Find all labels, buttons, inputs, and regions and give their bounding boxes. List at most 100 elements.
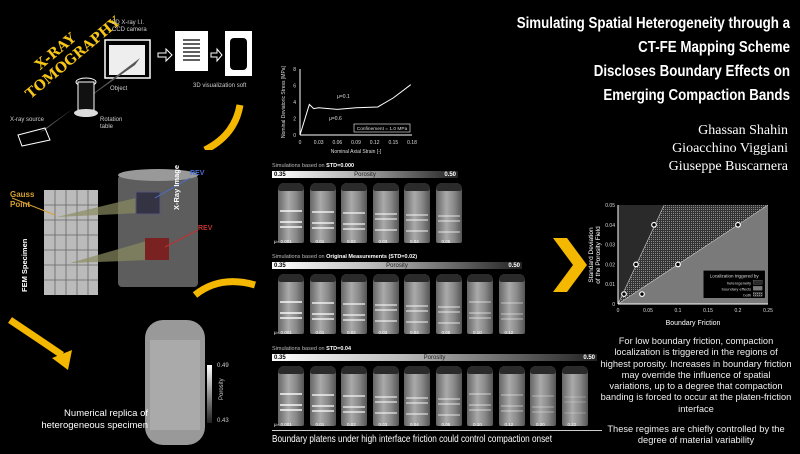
legend-swatch — [753, 286, 763, 291]
data-point — [639, 291, 645, 297]
y-tick-label: 0.03 — [605, 243, 615, 249]
friction-label: 0.03 — [378, 330, 388, 335]
mu-label-1: μ=0.1 — [337, 94, 350, 100]
legend-swatch — [753, 280, 763, 285]
specimen-simulation — [278, 183, 304, 243]
y-tick-label: 2 — [293, 117, 296, 123]
y-tick-label: 0 — [293, 133, 296, 139]
x-tick-label: 0.05 — [643, 308, 653, 314]
specimen-simulation — [498, 274, 525, 334]
y-tick-label: 0.05 — [605, 203, 615, 209]
colorbar-label: Porosity — [219, 378, 225, 400]
replica-diagram — [8, 317, 212, 445]
x-tick-label: 0.06 — [332, 140, 342, 146]
legend-title: Localization triggered by — [710, 273, 760, 278]
legend-box — [353, 123, 411, 133]
legend-label: heterogeneity — [727, 280, 751, 285]
friction-label: μ= 0.001 — [274, 422, 292, 427]
mu-label-2: μ=0.6 — [329, 116, 342, 122]
legend-label: boundary effects — [722, 286, 752, 291]
specimen-simulation — [278, 366, 304, 426]
xray-image-label: X-Ray Image — [172, 164, 181, 210]
row-label: Simulations based on STD=0.04 — [272, 346, 352, 352]
specimen-simulation — [498, 366, 525, 426]
specimen-simulation — [341, 366, 367, 426]
x-tick-label: 0.18 — [407, 140, 417, 146]
friction-label: μ= 0.001 — [274, 239, 292, 244]
porosity-plabel: Porosity — [423, 354, 446, 361]
specimen-simulation — [404, 183, 430, 243]
legend-text: Confinement = 1.0 MPa — [357, 126, 408, 132]
friction-label: 0.02 — [347, 239, 356, 244]
x-axis-label: Nominal Axial Strain [-] — [331, 149, 382, 155]
stress-curve — [299, 84, 412, 136]
rev-red-label: REV — [198, 225, 213, 232]
specimen-simulation — [467, 274, 493, 334]
specimen-simulation — [435, 274, 462, 334]
specimen-simulation — [372, 366, 399, 426]
boundary-line — [617, 204, 665, 305]
y-tick-label: 6 — [293, 84, 296, 90]
specimen-simulation — [467, 366, 493, 426]
x-tick-label: 0.25 — [763, 308, 773, 314]
paper-title: Simulating Spatial Heterogeneity through… — [516, 15, 790, 104]
friction-label: 0.22 — [567, 422, 577, 427]
friction-label: 0.02 — [347, 330, 356, 335]
xray-setup-diagram — [17, 31, 252, 150]
friction-label: 0.03 — [378, 239, 388, 244]
porosity-plabel: Porosity — [386, 262, 408, 269]
specimen-simulation — [309, 274, 336, 334]
friction-label: 0.05 — [441, 239, 451, 244]
porosity-plabel: Porosity — [354, 171, 376, 178]
colorbar-max: 0.49 — [217, 363, 229, 369]
data-point — [621, 291, 627, 297]
chevron-arrow-icon — [553, 238, 587, 292]
specimen-simulation — [278, 274, 304, 334]
x-axis-label: Boundary Friction — [666, 320, 721, 327]
caption: Boundary platens under high interface fr… — [272, 433, 552, 445]
divider — [272, 430, 602, 431]
friction-label: 0.05 — [441, 330, 451, 335]
friction-label: 0.01 — [315, 422, 325, 427]
friction-label: μ= 0.001 — [274, 330, 292, 335]
friction-label: 0.12 — [504, 330, 514, 335]
row-label: Simulations based on Original Measuremen… — [272, 254, 418, 260]
x-tick-label: 0.1 — [675, 308, 682, 314]
viz-label: 3D visualization soft — [193, 83, 247, 89]
friction-label: 0.10 — [473, 422, 482, 427]
description: For low boundary friction, compaction lo… — [600, 336, 792, 446]
data-point — [675, 261, 681, 268]
legend-swatch — [753, 292, 763, 297]
legend-label: both — [743, 292, 751, 297]
specimen-simulation — [341, 183, 367, 243]
camera-label: 2D X-ray I.I.CCD camera — [112, 20, 147, 33]
fem-specimen-label: FEM Specimen — [20, 238, 29, 292]
friction-label: 0.04 — [410, 239, 419, 244]
rev-blue-label: REV — [190, 170, 205, 177]
x-tick-label: 0 — [299, 140, 302, 146]
x-tick-label: 0.09 — [351, 140, 361, 146]
data-point — [651, 221, 657, 228]
specimen-simulation — [309, 366, 336, 426]
ct-fe-mapping-diagram — [11, 169, 256, 298]
porosity-pmax: 0.50 — [444, 171, 456, 178]
friction-label: 0.03 — [378, 422, 388, 427]
porosity-pmax: 0.50 — [508, 262, 520, 269]
porosity-pmax: 0.50 — [583, 354, 595, 361]
friction-label: 0.01 — [315, 239, 325, 244]
specimen-simulation — [561, 366, 588, 426]
y-axis-label: Nominal Deviatoric Stress [MPa] — [281, 65, 287, 138]
x-tick-label: 0.03 — [314, 140, 324, 146]
data-point — [735, 221, 741, 228]
replica-label: Numerical replica of heterogeneous speci… — [41, 408, 148, 431]
y-tick-label: 0 — [612, 302, 615, 308]
specimen-simulation — [309, 183, 336, 243]
friction-label: 0.02 — [347, 422, 356, 427]
x-tick-label: 0.2 — [735, 308, 742, 314]
